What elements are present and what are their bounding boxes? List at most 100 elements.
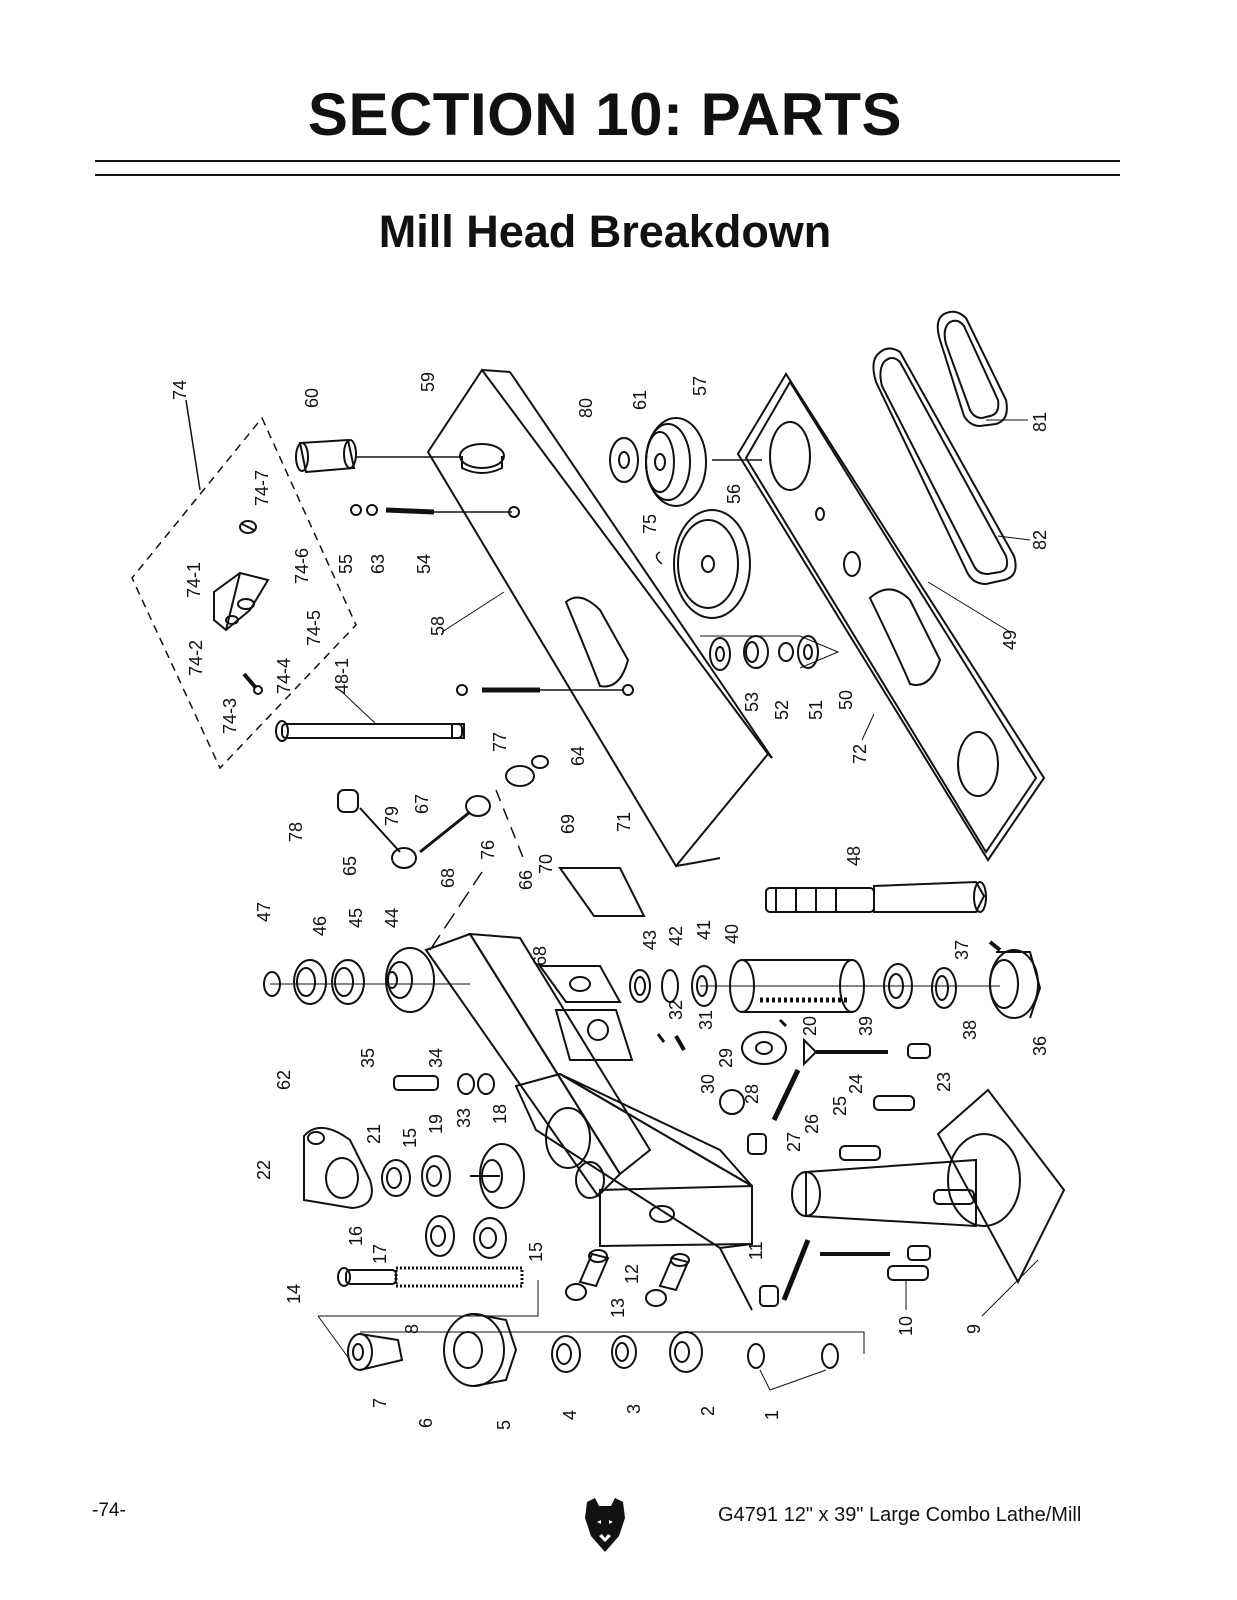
grizzly-bear-icon <box>585 1498 625 1552</box>
part-69-cover-plate <box>558 867 646 917</box>
diagram-subtitle: Mill Head Breakdown <box>378 206 832 257</box>
part-16-gear <box>425 1215 455 1257</box>
part-20-screw <box>778 1018 788 1028</box>
callout: 40 <box>722 924 742 944</box>
callout: 10 <box>896 1316 916 1336</box>
callout: 1 <box>762 1410 782 1420</box>
part-37-screw <box>988 940 1002 952</box>
part-57-pulley <box>645 417 707 507</box>
callout: 14 <box>284 1284 304 1304</box>
callout: 15 <box>526 1242 546 1262</box>
callout: 65 <box>340 856 360 876</box>
part-41-bearing <box>691 965 717 1007</box>
callout: 17 <box>370 1244 390 1264</box>
callout: 81 <box>1030 412 1050 432</box>
callout: 18 <box>490 1104 510 1124</box>
callout: 38 <box>960 1020 980 1040</box>
part-15-bearing <box>421 1155 451 1197</box>
callout: 59 <box>418 372 438 392</box>
part-18-hub <box>470 1143 525 1209</box>
part-32-screw <box>656 1033 666 1043</box>
part-54-shaft-lower <box>456 684 634 696</box>
callout: 49 <box>1000 630 1020 650</box>
callout: 32 <box>666 1000 686 1020</box>
callout: 21 <box>364 1124 384 1144</box>
callout: 44 <box>382 908 402 928</box>
callout: 2 <box>698 1406 718 1416</box>
callout: 30 <box>698 1074 718 1094</box>
part-70-block <box>538 965 634 1061</box>
part-7-collar <box>347 1333 404 1371</box>
callout: 23 <box>934 1072 954 1092</box>
callout: 7 <box>370 1398 390 1408</box>
part-78-handle <box>337 789 359 813</box>
part-22-housing <box>303 1127 373 1210</box>
callout: 74-6 <box>292 548 312 584</box>
part-74-7-nut <box>239 520 257 534</box>
part-51-spacer <box>778 642 794 662</box>
callout: 39 <box>856 1016 876 1036</box>
callout: 15 <box>400 1128 420 1148</box>
callout: 74-3 <box>220 698 240 734</box>
callout: 3 <box>624 1404 644 1414</box>
callout: 66 <box>516 870 536 890</box>
callout: 67 <box>412 794 432 814</box>
part-14-worm-shaft <box>337 1266 524 1288</box>
callout: 80 <box>576 398 596 418</box>
part-24-lower-shaft <box>759 1239 931 1307</box>
callout: 43 <box>640 930 660 950</box>
part-11-head-body <box>424 932 753 1311</box>
callout: 72 <box>850 744 870 764</box>
callout: 4 <box>560 1410 580 1420</box>
callout: 41 <box>694 920 714 940</box>
part-26-shaft <box>771 1068 801 1122</box>
callout: 20 <box>800 1016 820 1036</box>
part-13-sleeve <box>565 1283 667 1307</box>
callout: 74-1 <box>184 562 204 598</box>
callout: 71 <box>614 812 634 832</box>
part-15-lower-bearing <box>473 1217 507 1259</box>
callout: 58 <box>428 616 448 636</box>
part-74-3-bolt <box>242 672 263 695</box>
callout: 26 <box>802 1114 822 1134</box>
callout: 64 <box>568 746 588 766</box>
page-number: -74- <box>92 1500 126 1521</box>
footer-model-text: G4791 12" x 39" Large Combo Lathe/Mill <box>718 1504 1082 1526</box>
part-42-washer <box>661 969 679 1003</box>
part-27-sleeve <box>747 1133 767 1155</box>
callout: 22 <box>254 1160 274 1180</box>
part-79-hub <box>391 847 417 869</box>
part-36-housing <box>989 949 1042 1019</box>
callout: 68 <box>530 946 550 966</box>
callout: 9 <box>964 1324 984 1334</box>
part-48-1-spindle <box>275 720 465 742</box>
callout: 5 <box>494 1420 514 1430</box>
callout: 19 <box>426 1114 446 1134</box>
part-21-spacer <box>381 1159 411 1197</box>
callout: 46 <box>310 916 330 936</box>
callout: 51 <box>806 700 826 720</box>
part-35-shaft <box>393 1075 439 1091</box>
part-53-bearing <box>709 637 731 671</box>
part-59-cap <box>459 443 505 474</box>
callout: 79 <box>382 806 402 826</box>
callout: 37 <box>952 940 972 960</box>
part-48-spindle <box>765 880 987 913</box>
callout: 57 <box>690 376 710 396</box>
title-rule-top <box>95 160 1120 162</box>
part-10-bolts <box>839 1095 975 1281</box>
callout: 55 <box>336 554 356 574</box>
part-3-ring <box>611 1335 637 1369</box>
callout: 74-7 <box>252 470 272 506</box>
part-5-housing <box>443 1313 518 1387</box>
callout: 62 <box>274 1070 294 1090</box>
part-43-nut <box>629 969 651 1003</box>
callout: 35 <box>358 1048 378 1068</box>
part-49-belt-cover <box>736 372 1046 862</box>
callout: 16 <box>346 1226 366 1246</box>
callout: 68 <box>438 868 458 888</box>
part-82-belt <box>872 347 1017 586</box>
callout: 48 <box>844 846 864 866</box>
part-76-collar <box>465 795 491 817</box>
callout: 12 <box>622 1264 642 1284</box>
